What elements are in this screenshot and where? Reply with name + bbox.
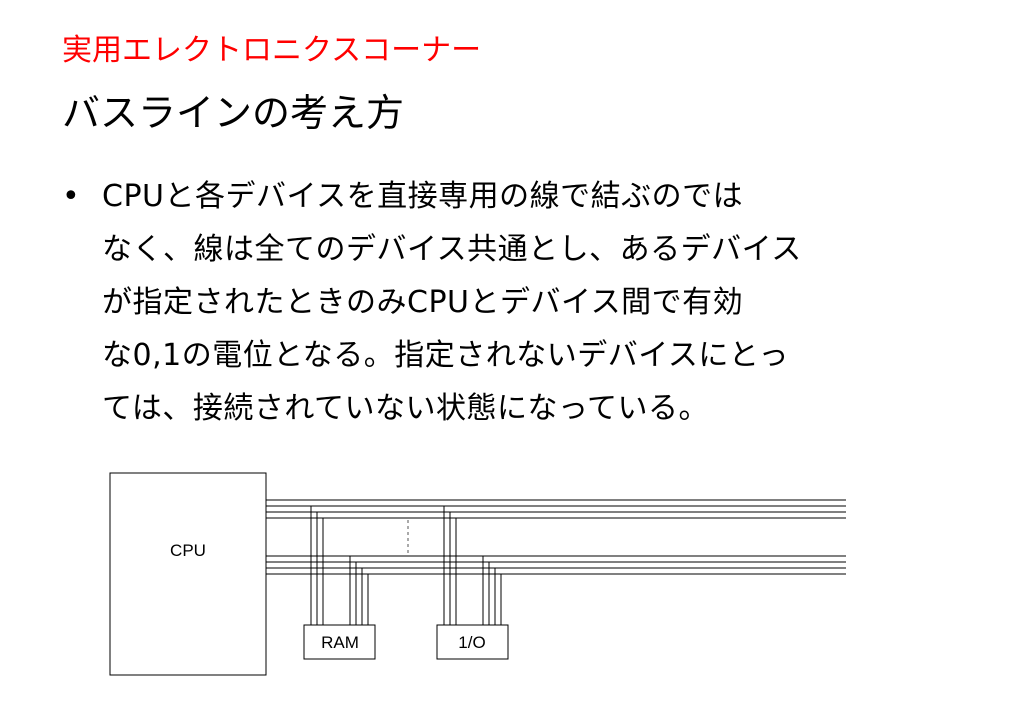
bus-lines (266, 499, 846, 575)
ram-drops (310, 506, 369, 625)
ram-label: RAM (321, 633, 359, 652)
ram-box (303, 624, 376, 660)
bullet-line-5: ては、接続されていない状態になっている。 (102, 391, 709, 426)
io-label: 1/O (458, 633, 485, 652)
bullet-line-3: が指定されたときのみCPUとデバイス間で有効 (102, 285, 744, 320)
slide-title: バスラインの考え方 (62, 91, 405, 135)
bullet-marker: • (62, 179, 80, 214)
bullet-line-4: な0,1の電位となる。指定されないデバイスにとっ (102, 338, 790, 373)
io-drops (443, 506, 502, 625)
cpu-label: CPU (170, 541, 206, 560)
bullet-line-1: CPUと各デバイスを直接専用の線で結ぶのでは (102, 179, 744, 214)
section-subtitle: 実用エレクトロニクスコーナー (62, 33, 482, 68)
bullet-text: CPUと各デバイスを直接専用の線で結ぶのでは なく、線は全てのデバイス共通とし、… (102, 170, 802, 435)
cpu-box (109, 472, 267, 676)
io-box (436, 624, 509, 660)
bullet-line-2: なく、線は全てのデバイス共通とし、あるデバイス (102, 232, 802, 267)
